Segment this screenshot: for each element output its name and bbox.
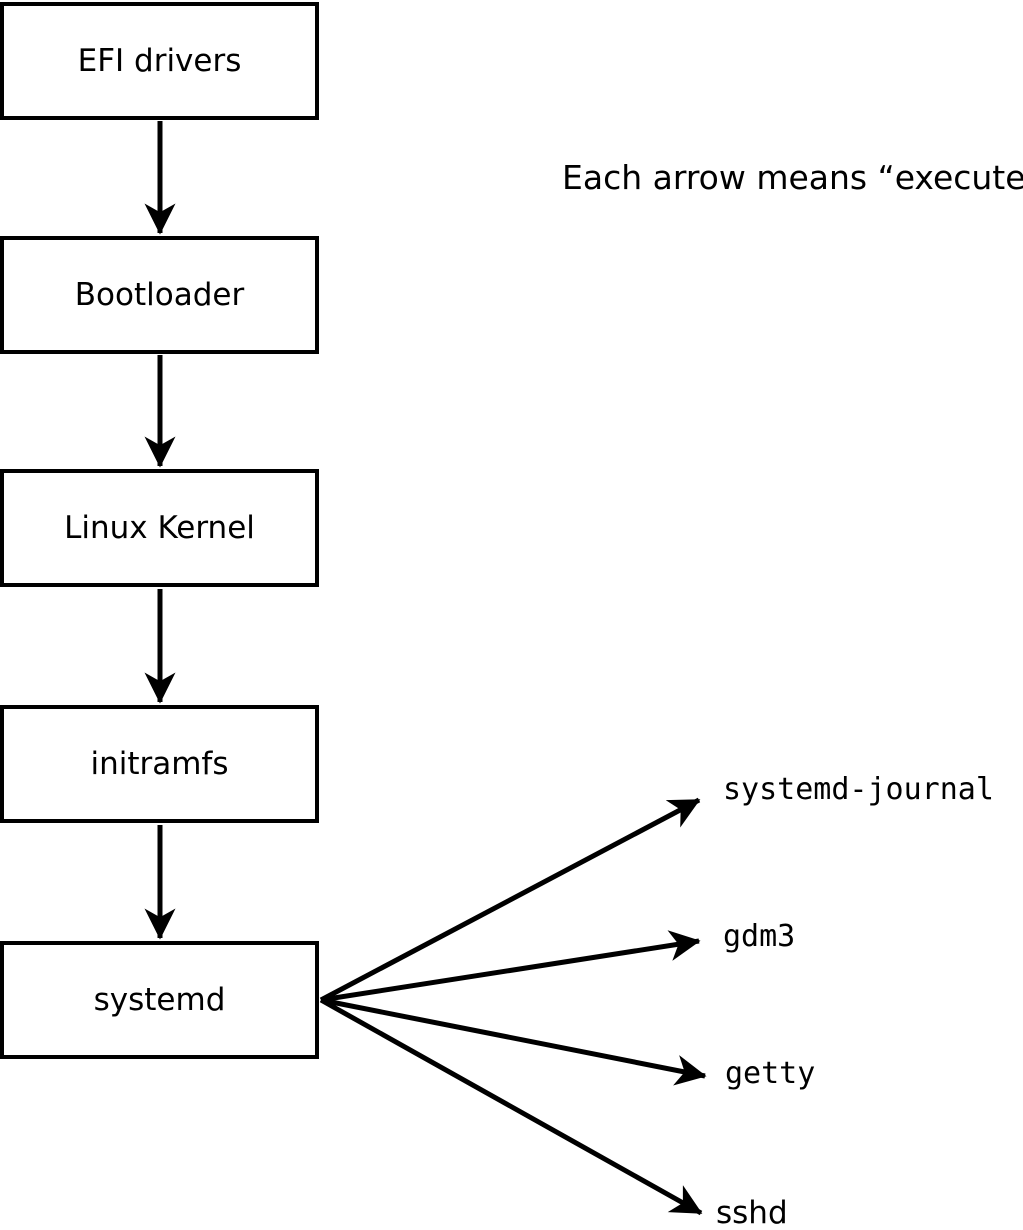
box-bootloader: Bootloader <box>0 236 319 354</box>
label-sshd: sshd <box>716 1195 788 1230</box>
note-arrow-meaning: Each arrow means “executes”. <box>562 158 1023 197</box>
box-linux-kernel: Linux Kernel <box>0 469 319 587</box>
box-initramfs-label: initramfs <box>90 745 229 782</box>
box-systemd: systemd <box>0 941 319 1059</box>
arrow-systemd-to-getty <box>320 997 707 1086</box>
arrow-systemd-to-sshd <box>319 997 703 1216</box>
box-bootloader-label: Bootloader <box>74 276 245 313</box>
box-initramfs: initramfs <box>0 705 319 823</box>
label-systemd-journal: systemd-journal <box>723 772 994 807</box>
box-efi-drivers: EFI drivers <box>0 2 319 120</box>
box-linux-kernel-label: Linux Kernel <box>64 509 255 546</box>
label-gdm3: gdm3 <box>723 919 796 954</box>
arrow-systemd-to-journal <box>319 797 701 1003</box>
box-efi-drivers-label: EFI drivers <box>77 42 242 79</box>
arrow-systemd-to-gdm3 <box>320 930 701 1003</box>
box-systemd-label: systemd <box>93 981 226 1018</box>
label-getty: getty <box>725 1056 816 1091</box>
